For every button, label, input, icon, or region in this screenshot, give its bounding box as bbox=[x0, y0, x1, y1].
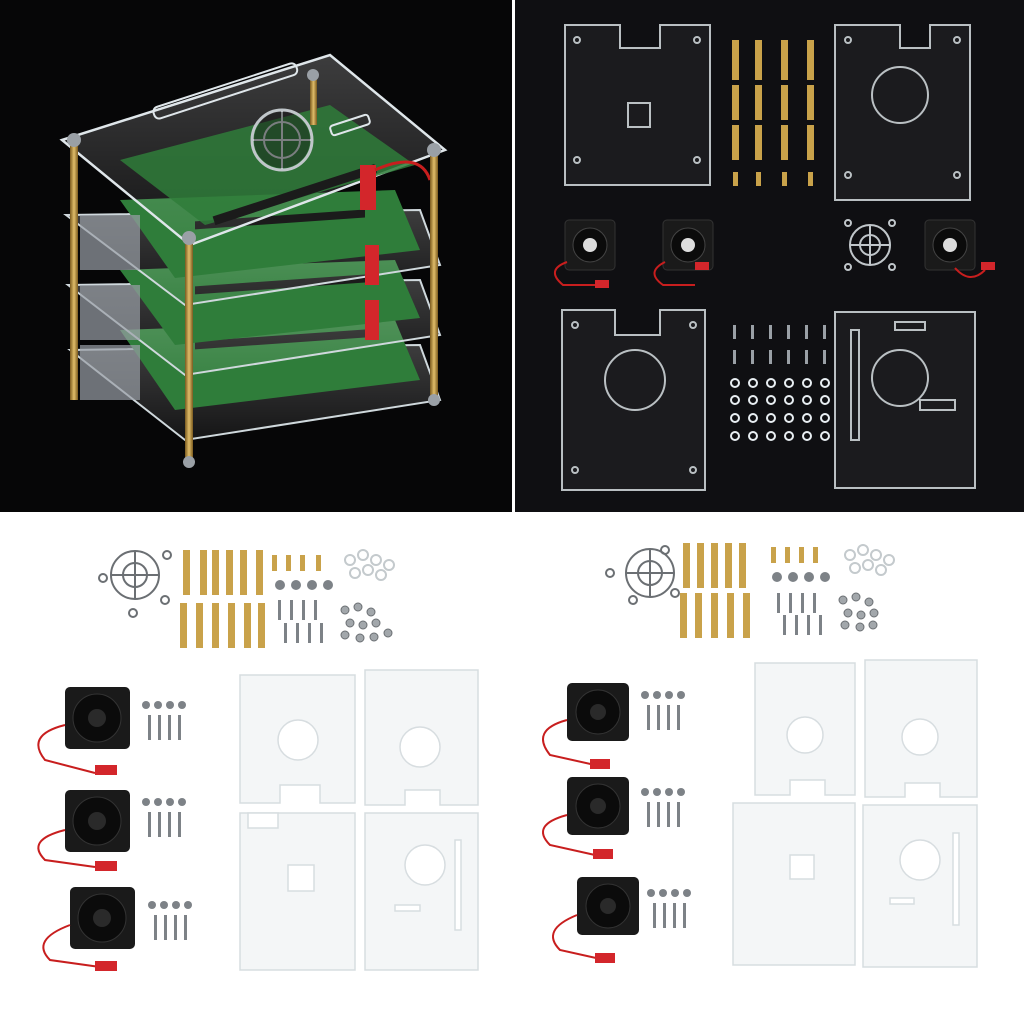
fan-screw-sets bbox=[142, 701, 192, 940]
brass-standoffs-row-2 bbox=[680, 543, 818, 638]
fan-kit-6 bbox=[552, 877, 639, 963]
light-parts-illustration-left bbox=[37, 549, 479, 971]
fan-kit-5 bbox=[542, 777, 629, 859]
dark-parts-illustration bbox=[554, 24, 995, 491]
fan-guard-wire-2 bbox=[605, 545, 680, 605]
cooling-fan-1 bbox=[554, 219, 616, 288]
brass-standoffs bbox=[67, 69, 441, 468]
light-parts-photo-right bbox=[515, 515, 1024, 1024]
hex-nuts bbox=[340, 602, 393, 643]
fan-guard-wire bbox=[98, 550, 172, 618]
fan-kit-2 bbox=[37, 790, 130, 871]
white-plate-1 bbox=[239, 674, 356, 804]
fan-guard bbox=[250, 108, 314, 172]
white-plate-3 bbox=[239, 812, 356, 971]
dark-parts-photo bbox=[515, 0, 1024, 512]
cooling-fan-2 bbox=[653, 219, 714, 286]
fan-kit-1 bbox=[37, 687, 130, 775]
light-parts-photo-left bbox=[0, 515, 512, 1024]
white-plate-8 bbox=[862, 804, 978, 968]
stacked-case-illustration bbox=[59, 53, 448, 468]
acrylic-plate-bottom-right bbox=[834, 311, 976, 489]
acrylic-plate-bottom-left bbox=[561, 309, 706, 491]
white-plate-6 bbox=[864, 659, 978, 798]
fan-kit-4 bbox=[542, 683, 629, 769]
cooling-fan-3 bbox=[924, 219, 995, 278]
brass-standoff-set bbox=[732, 40, 814, 186]
nylon-washers-2 bbox=[844, 544, 895, 576]
fan-kit-3 bbox=[42, 887, 135, 971]
screw-and-nut-set bbox=[730, 325, 830, 441]
stacked-case-photo bbox=[0, 0, 512, 512]
hex-nuts-2 bbox=[838, 592, 879, 632]
white-plate-4 bbox=[364, 812, 479, 971]
nylon-washers bbox=[344, 549, 395, 581]
screws-row-2 bbox=[772, 572, 830, 635]
white-plate-7 bbox=[732, 802, 856, 966]
fan-guard-loose bbox=[844, 219, 896, 271]
brass-standoffs-row bbox=[180, 550, 321, 648]
acrylic-plate-top-right bbox=[834, 24, 971, 201]
white-plate-2 bbox=[364, 669, 479, 806]
screws-row bbox=[275, 580, 333, 643]
white-plate-5 bbox=[754, 662, 856, 796]
fan-screw-sets-2 bbox=[641, 691, 691, 928]
acrylic-plate-top-left bbox=[564, 24, 711, 186]
light-parts-illustration-right bbox=[542, 543, 978, 968]
grid-divider-horizontal bbox=[0, 512, 1024, 515]
